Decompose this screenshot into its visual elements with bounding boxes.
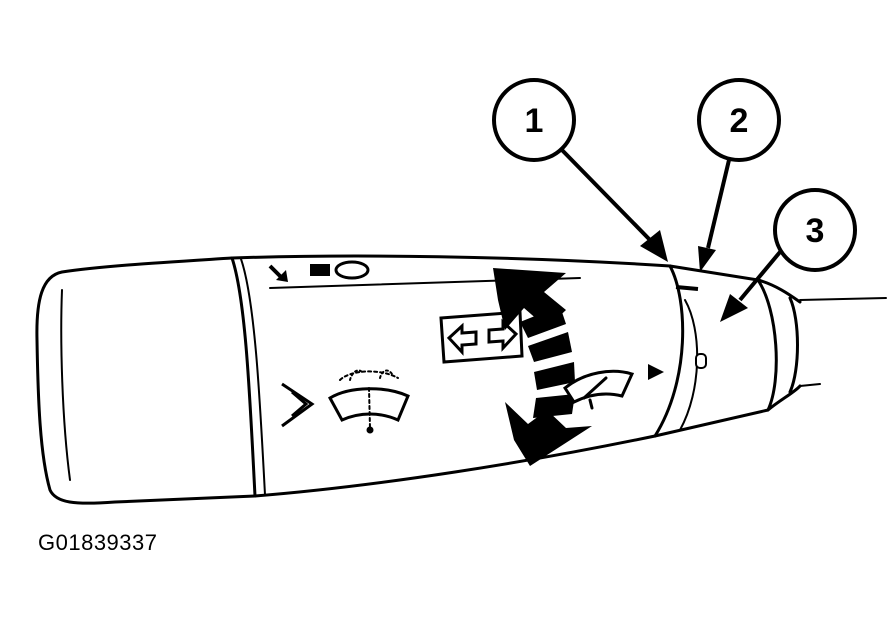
band-indicator-slot xyxy=(695,353,707,369)
stalk-collar-inner xyxy=(240,258,266,496)
figure-id-label: G01839337 xyxy=(38,530,158,555)
stalk-collar xyxy=(230,256,257,498)
callout-3-number: 3 xyxy=(806,212,825,250)
switch-stalk xyxy=(35,254,887,505)
wiper-intermittent-delay-wedges-icon xyxy=(520,306,575,418)
rotating-band xyxy=(653,264,778,438)
turn-signal-arrows-icon xyxy=(439,310,524,364)
stalk-end-cap xyxy=(35,256,257,505)
wiper-icon xyxy=(563,369,635,410)
callout-3: 3 xyxy=(720,188,857,322)
end-cap-highlight xyxy=(60,289,71,481)
rotate-down-arrow-icon xyxy=(505,402,592,466)
stalk-tip xyxy=(756,278,802,412)
play-arrow-icon xyxy=(648,364,664,380)
headlamp-high-beam-icon xyxy=(310,260,370,280)
callout-1-number: 1 xyxy=(525,102,544,140)
stalk-tip-shading xyxy=(799,297,887,387)
flash-to-pass-arrow-icon xyxy=(268,264,288,282)
stalk-bottom-edge xyxy=(253,434,657,498)
barrel-right-end xyxy=(653,264,685,438)
callout-2: 2 xyxy=(697,78,781,272)
wiper-washer-icon xyxy=(327,369,410,434)
callout-1: 1 xyxy=(492,78,668,262)
stalk-top-edge xyxy=(230,254,672,268)
band-index-mark xyxy=(675,285,699,291)
callout-2-number: 2 xyxy=(730,102,749,140)
chevron-right-icon xyxy=(281,382,315,428)
